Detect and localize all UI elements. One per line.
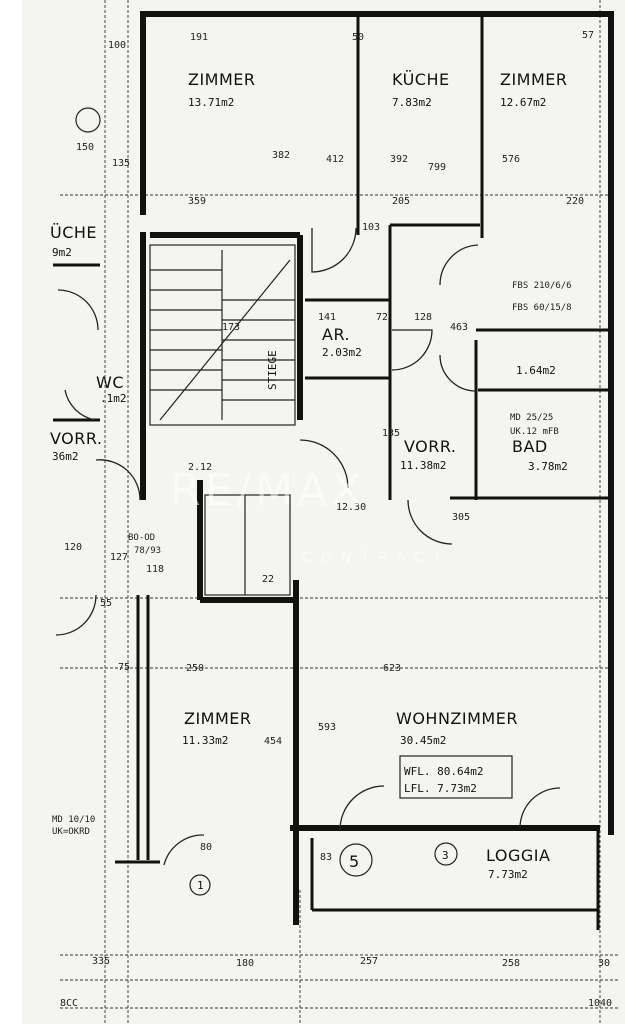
scan-margin (0, 0, 22, 1024)
walls (53, 11, 614, 930)
dim-label: 57 (582, 30, 594, 41)
room-area-ar: 2.03m2 (322, 346, 362, 359)
markers: 5 3 1 (75, 107, 458, 896)
room-name-kueche-left: ÜCHE (50, 223, 97, 242)
watermark-logo: RE/MAX (170, 465, 365, 516)
room-name-wc: WC (96, 373, 124, 392)
dim-label: 30 (598, 958, 610, 969)
room-labels: ZIMMER 13.71m2 KÜCHE 7.83m2 ZIMMER 12.67… (50, 70, 568, 881)
dim-label: 127 (110, 552, 128, 563)
note-uk-bath: UK.12 mFB (510, 427, 559, 437)
dim-label: 50 (352, 32, 364, 43)
note-md-left: MD 10/10 (52, 815, 95, 825)
note-fbs-2: FBS 60/15/8 (512, 303, 572, 313)
room-name-bad: BAD (512, 437, 548, 456)
dim-label: 220 (566, 196, 584, 207)
watermark: RE/MAX CONTRACT (170, 465, 451, 566)
room-area-zimmer-2: 12.67m2 (500, 96, 546, 109)
dim-label: 205 (392, 196, 410, 207)
dim-label: 103 (362, 222, 380, 233)
dim-label: 593 (318, 722, 336, 733)
dim-label: 305 (452, 512, 470, 523)
dimension-lines (60, 0, 620, 1024)
dim-label: 120 (64, 542, 82, 553)
room-name-vorr: VORR. (404, 437, 457, 456)
room-area-zimmer-3: 11.33m2 (182, 734, 228, 747)
dim-label: 392 (390, 154, 408, 165)
dim-label: 258 (502, 958, 520, 969)
dim-label: 173 (222, 322, 240, 333)
watermark-sub: CONTRACT (302, 550, 451, 566)
dim-label: 72 (376, 312, 388, 323)
room-name-ar: AR. (322, 325, 350, 344)
dim-label: 257 (360, 956, 378, 967)
dim-label: 359 (188, 196, 206, 207)
dim-label: 454 (264, 736, 282, 747)
dim-label: 576 (502, 154, 520, 165)
dim-label: 382 (272, 150, 290, 161)
room-area-vorr-left: 36m2 (52, 450, 79, 463)
room-area-wohnzimmer: 30.45m2 (400, 734, 446, 747)
dim-label: 128 (414, 312, 432, 323)
dim-label: 55 (100, 598, 112, 609)
dim-label: 135 (382, 428, 400, 439)
room-name-kueche: KÜCHE (392, 70, 450, 89)
dim-label: 2.12 (188, 462, 212, 473)
note-uk-left: UK=OKRD (52, 827, 90, 837)
doors (55, 227, 561, 866)
dim-label: 250 (186, 663, 204, 674)
dim-label: 80 (200, 842, 212, 853)
dim-label: 12.30 (336, 502, 366, 513)
stair (149, 244, 296, 596)
wfl-value: WFL. 80.64m2 (404, 765, 483, 778)
dim-label: 75 (118, 662, 130, 673)
room-area-kueche: 7.83m2 (392, 96, 432, 109)
note-bo-2: 78/93 (134, 546, 161, 556)
note-bo: BO-OD (128, 533, 155, 543)
room-name-zimmer-2: ZIMMER (500, 70, 568, 89)
dim-label: 412 (326, 154, 344, 165)
area-summary-box: WFL. 80.64m2 LFL. 7.73m2 (399, 755, 513, 799)
axis-marker: 1 (197, 879, 204, 892)
dim-label: 83 (320, 852, 332, 863)
room-name-zimmer-3: ZIMMER (184, 709, 252, 728)
dim-label: 100 (108, 40, 126, 51)
room-area-zimmer-1: 13.71m2 (188, 96, 234, 109)
lfl-value: LFL. 7.73m2 (404, 782, 477, 795)
note-fbs-1: FBS 210/6/6 (512, 281, 572, 291)
room-area-wc: .1m2 (100, 392, 127, 405)
dim-label: 150 (76, 142, 94, 153)
dim-label: 463 (450, 322, 468, 333)
dim-label: 191 (190, 32, 208, 43)
room-name-wohnzimmer: WOHNZIMMER (396, 709, 518, 728)
dim-label: 1040 (588, 998, 612, 1009)
room-area-bad: 3.78m2 (528, 460, 568, 473)
dimension-numbers: 191 50 57 359 205 220 382 412 392 576 10… (60, 30, 612, 1009)
dim-label: 8CC (60, 998, 78, 1009)
wc-side-area: 1.64m2 (516, 364, 556, 377)
room-name-loggia: LOGGIA (486, 846, 550, 865)
dim-label: 799 (428, 162, 446, 173)
dim-label: 22 (262, 574, 274, 585)
room-name-zimmer-1: ZIMMER (188, 70, 256, 89)
room-area-kueche-left: 9m2 (52, 246, 72, 259)
room-area-vorr: 11.38m2 (400, 459, 446, 472)
stair-label: STIEGE (266, 350, 279, 390)
room-name-vorr-left: VORR. (50, 429, 103, 448)
dim-label: 118 (146, 564, 164, 575)
dim-label: 180 (236, 958, 254, 969)
note-md-bath: MD 25/25 (510, 413, 553, 423)
dim-label: 135 (112, 158, 130, 169)
dim-label: 141 (318, 312, 336, 323)
dim-label: 623 (383, 663, 401, 674)
loggia-marker: 3 (442, 849, 449, 862)
unit-marker: 5 (349, 852, 360, 871)
technical-notes: FBS 210/6/6 FBS 60/15/8 MD 25/25 UK.12 m… (52, 281, 572, 837)
dim-label: 335 (92, 956, 110, 967)
room-area-loggia: 7.73m2 (488, 868, 528, 881)
